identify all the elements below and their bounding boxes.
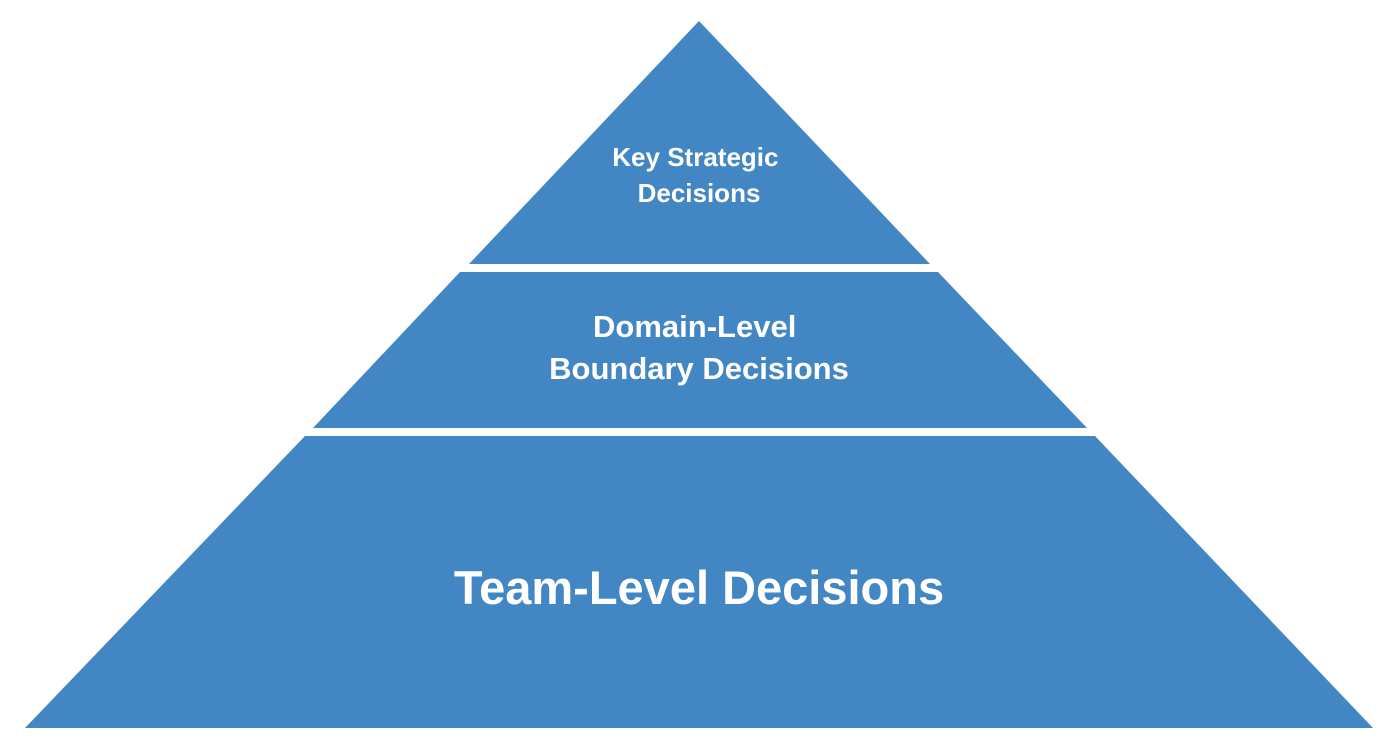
tier-middle-label: Domain-Level Boundary Decisions [549, 309, 849, 386]
tier-top-label-line-2: Decisions [638, 178, 761, 208]
tier-top-label: Key Strategic Decisions [612, 142, 785, 208]
tier-top-shape [469, 21, 930, 264]
tier-middle-shape [313, 272, 1087, 428]
tier-middle-label-line-1: Domain-Level [593, 309, 796, 344]
tier-middle-label-line-2: Boundary Decisions [549, 351, 849, 386]
tier-bottom-shape [25, 436, 1373, 728]
tier-bottom-label-line-1: Team-Level Decisions [454, 561, 944, 614]
tier-top-label-line-1: Key Strategic [612, 142, 778, 172]
tier-bottom-label: Team-Level Decisions [454, 561, 944, 614]
